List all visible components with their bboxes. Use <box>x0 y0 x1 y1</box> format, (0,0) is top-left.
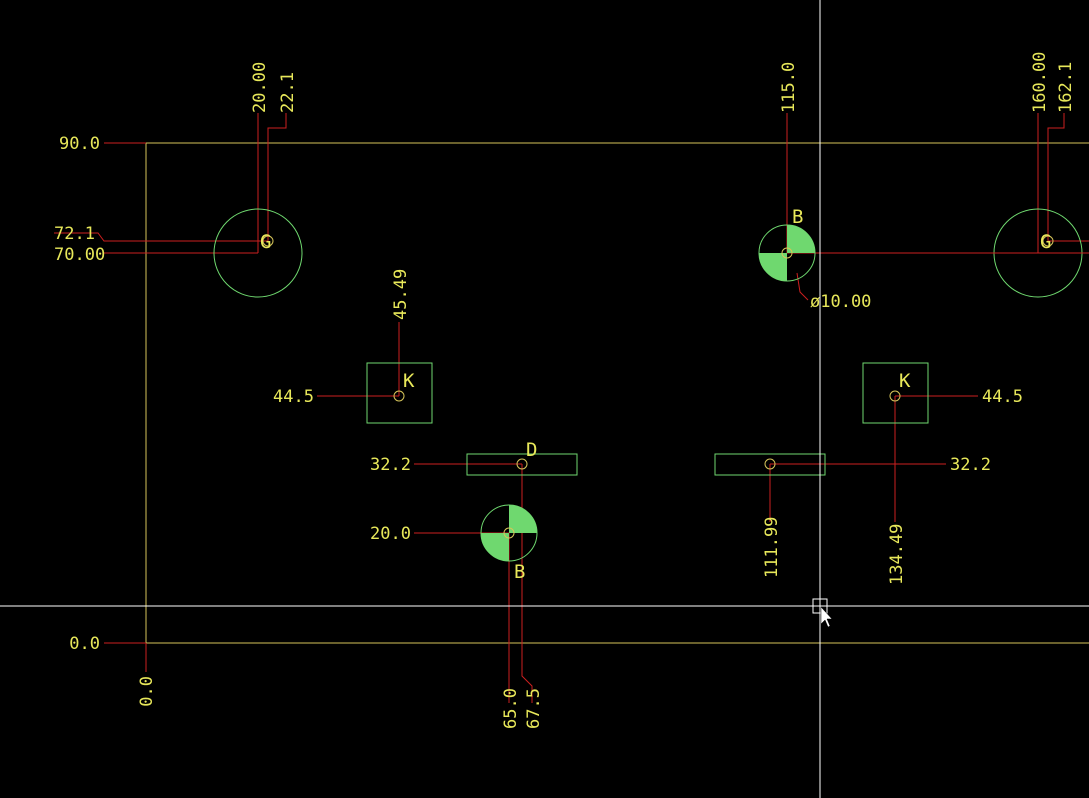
marker-d: D <box>526 439 537 461</box>
slot-right[interactable]: 32.2 111.99 <box>714 453 991 578</box>
marker-b-top: B <box>792 206 803 228</box>
marker-b-bottom: B <box>514 561 525 583</box>
label-bottom-y: 0.0 <box>69 634 100 654</box>
hole-circle <box>213 208 303 298</box>
label-x-65: 65.0 <box>501 688 521 729</box>
center-point <box>516 458 528 470</box>
center-point <box>503 527 515 539</box>
center-point <box>1042 235 1054 247</box>
label-x-134: 134.49 <box>887 524 907 585</box>
bore-bottom[interactable]: B 20.0 65.0 67.5 <box>370 464 544 729</box>
part-outline <box>145 142 1089 644</box>
dim-line <box>521 464 533 703</box>
label-diameter: ø10.00 <box>810 292 871 312</box>
outline-dimensions: 90.0 0.0 0.0 <box>59 134 157 707</box>
bore-top[interactable]: B 115.0 ø10.00 <box>758 62 1089 312</box>
label-y-32-left: 32.2 <box>370 455 411 475</box>
center-point <box>764 458 776 470</box>
center-point <box>781 247 793 259</box>
label-x-67: 67.5 <box>524 688 544 729</box>
bore-fill <box>481 533 509 561</box>
leader-line <box>796 272 809 301</box>
large-hole-left[interactable]: G 20.00 22.1 72.1 70.00 <box>54 62 303 298</box>
pad-rect <box>862 362 929 424</box>
bore-fill <box>787 225 815 253</box>
center-point <box>393 390 405 402</box>
bore-fill <box>759 253 787 281</box>
marker-k-left: K <box>403 370 415 392</box>
marker-g-left: G <box>260 231 271 253</box>
slot-rect <box>466 453 578 476</box>
dim-line <box>1047 113 1065 241</box>
pad-rect <box>366 362 433 424</box>
bore-fill <box>509 505 537 533</box>
label-y-44-left: 44.5 <box>273 387 314 407</box>
pad-left[interactable]: K 45.49 44.5 <box>273 269 433 424</box>
marker-k-right: K <box>899 370 911 392</box>
marker-g-right: G <box>1040 231 1051 253</box>
slot-left[interactable]: D 32.2 <box>370 439 578 476</box>
dim-line <box>54 232 268 242</box>
label-y-44-right: 44.5 <box>982 387 1023 407</box>
label-y-32-right: 32.2 <box>950 455 991 475</box>
large-hole-right[interactable]: G 160.00 162.1 <box>993 52 1089 298</box>
label-x-45: 45.49 <box>391 269 411 320</box>
label-x-20: 20.00 <box>250 62 270 113</box>
label-x-22: 22.1 <box>278 72 298 113</box>
dim-line <box>267 113 287 241</box>
label-x-162: 162.1 <box>1056 62 1076 113</box>
pickbox <box>812 598 828 614</box>
pad-right[interactable]: K 44.5 134.49 <box>862 362 1023 585</box>
label-top-y: 90.0 <box>59 134 100 154</box>
label-y-20: 20.0 <box>370 524 411 544</box>
label-x-111: 111.99 <box>762 517 782 578</box>
label-y-70: 70.00 <box>54 245 105 265</box>
label-y-72: 72.1 <box>54 224 95 244</box>
center-point <box>889 390 901 402</box>
center-point <box>262 235 274 247</box>
slot-rect <box>714 453 826 476</box>
label-x-160: 160.00 <box>1030 52 1050 113</box>
label-left-x: 0.0 <box>137 676 157 707</box>
arrow-pointer-icon <box>820 606 833 628</box>
label-x-115: 115.0 <box>779 62 799 113</box>
